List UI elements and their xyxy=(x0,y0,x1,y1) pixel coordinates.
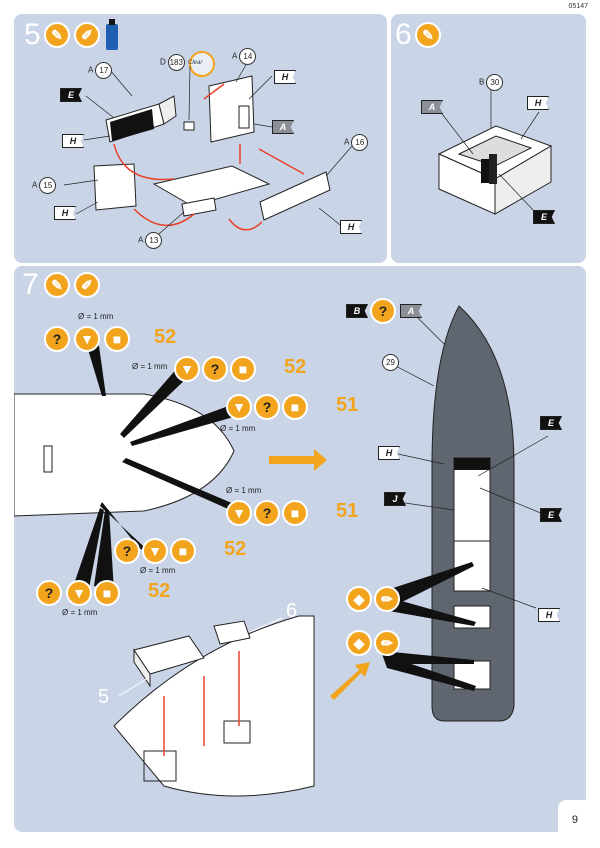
paint-flag-h: H xyxy=(527,96,549,110)
cut-part-icon: ■ xyxy=(170,538,196,564)
step-number: 6 xyxy=(395,18,412,51)
cut-part-icon: ■ xyxy=(282,394,308,420)
question-icon: ? xyxy=(370,298,396,324)
clear-label: Clear xyxy=(188,60,203,66)
subassembly-label-6: 6 xyxy=(286,600,298,622)
page-number: 9 xyxy=(571,814,578,826)
step-7-drawing xyxy=(14,305,549,797)
glue-icon: ✎ xyxy=(44,272,70,298)
question-icon: ? xyxy=(114,538,140,564)
step-reference: 51 xyxy=(336,500,359,522)
step-6-drawing xyxy=(437,90,553,215)
paint-flag-e: E xyxy=(540,416,562,430)
drill-icon: ▼ xyxy=(226,500,252,526)
step-reference: 52 xyxy=(224,538,247,560)
question-icon: ? xyxy=(254,394,280,420)
pencil-icon: ✏ xyxy=(374,586,400,612)
paint-bottle-icon xyxy=(106,19,118,50)
step-number: 7 xyxy=(22,268,39,301)
drill-icon: ▼ xyxy=(226,394,252,420)
step-reference: 52 xyxy=(148,580,171,602)
question-icon: ? xyxy=(36,580,62,606)
diameter-label: Ø = 1 mm xyxy=(140,566,176,575)
subassembly-label-5: 5 xyxy=(98,686,110,708)
diameter-label: Ø = 1 mm xyxy=(226,486,262,495)
step-7-panel: 7 ✎ ✐ xyxy=(14,266,586,832)
step-reference: 52 xyxy=(154,326,177,348)
paint-flag-h: H xyxy=(54,206,76,220)
cut-part-icon: ■ xyxy=(282,500,308,526)
paint-flag-h: H xyxy=(62,134,84,148)
drill-icon: ▼ xyxy=(142,538,168,564)
question-icon: ? xyxy=(202,356,228,382)
page-number-tab xyxy=(558,800,586,832)
cut-part-icon: ■ xyxy=(94,580,120,606)
paint-brush-icon: ✐ xyxy=(74,272,100,298)
flip-icon: ◆ xyxy=(346,586,372,612)
diameter-label: Ø = 1 mm xyxy=(78,312,114,321)
step-reference: 52 xyxy=(284,356,307,378)
drill-icon: ▼ xyxy=(66,580,92,606)
pencil-icon: ✏ xyxy=(374,630,400,656)
step-number: 5 xyxy=(24,18,41,51)
step-5-panel: 5 ✎ ✐ xyxy=(14,14,387,263)
glue-icon: ✎ xyxy=(44,22,70,48)
drill-icon: ▼ xyxy=(174,356,200,382)
step-5-drawing xyxy=(63,51,353,241)
cut-part-icon: ■ xyxy=(104,326,130,352)
document-number: 05147 xyxy=(568,3,588,10)
drill-icon: ▼ xyxy=(74,326,100,352)
diameter-label: Ø = 1 mm xyxy=(220,424,256,433)
question-icon: ? xyxy=(254,500,280,526)
diameter-label: Ø = 1 mm xyxy=(132,362,168,371)
cut-part-icon: ■ xyxy=(230,356,256,382)
paint-brush-icon: ✐ xyxy=(74,22,100,48)
part-label-29: 29 xyxy=(380,354,399,371)
flip-icon: ◆ xyxy=(346,630,372,656)
glue-paint-icon: ✎ xyxy=(415,22,441,48)
step-reference: 51 xyxy=(336,394,359,416)
question-icon: ? xyxy=(44,326,70,352)
diameter-label: Ø = 1 mm xyxy=(62,608,98,617)
paint-flag-e: E xyxy=(60,88,82,102)
paint-flag-a: A xyxy=(421,100,443,114)
